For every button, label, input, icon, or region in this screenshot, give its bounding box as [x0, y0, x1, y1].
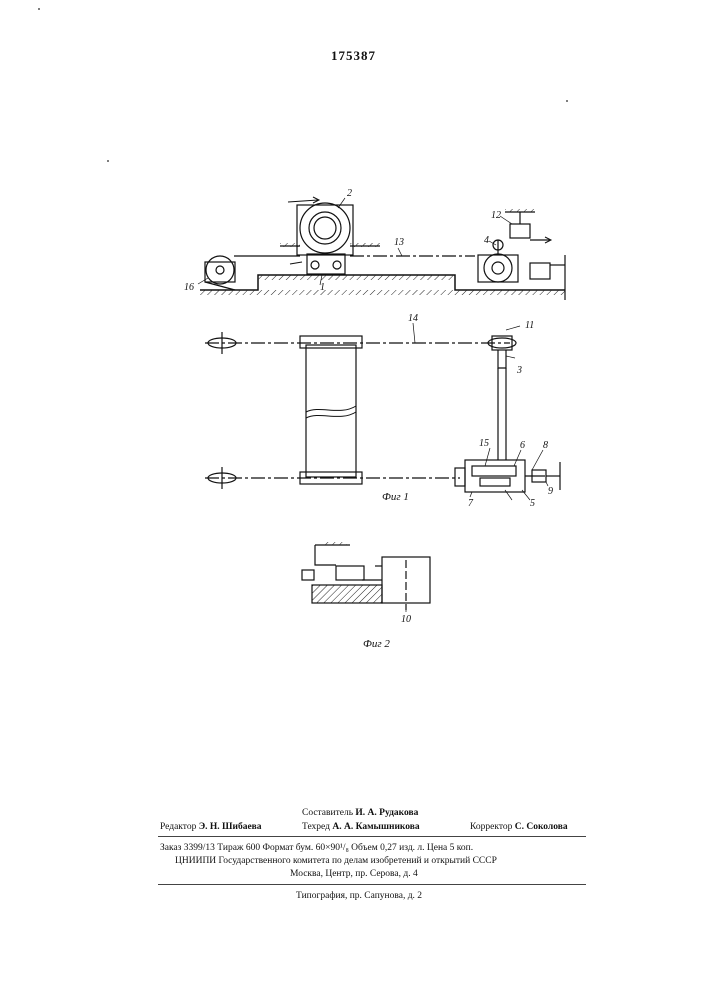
corrector-name: С. Соколова	[515, 822, 568, 832]
org-line: ЦНИИПИ Государственного комитета по дела…	[175, 856, 497, 866]
address-line: Москва, Центр, пр. Серова, д. 4	[290, 869, 418, 879]
techred-role: Техред	[302, 822, 330, 832]
part-label: 15	[479, 438, 489, 449]
part-label: 10	[401, 614, 411, 625]
part-label: 1	[320, 282, 325, 293]
part-label: 3	[516, 365, 522, 376]
corrector-role: Корректор	[470, 822, 512, 832]
order-line: Заказ 3399/13 Тираж 600 Формат бум. 60×9…	[160, 843, 473, 853]
fig1-side-view	[200, 197, 565, 300]
part-label: 9	[548, 486, 553, 497]
part-label: 13	[394, 237, 404, 248]
editor-line: Редактор Э. Н. Шибаева	[160, 822, 262, 832]
leader-lines	[198, 198, 548, 612]
techred-name: А. А. Камышникова	[332, 822, 419, 832]
fig2-view	[302, 542, 430, 610]
part-label: 11	[525, 320, 534, 331]
divider	[158, 836, 586, 837]
part-label: 5	[530, 498, 535, 509]
compiler-line: Составитель И. А. Рудакова	[302, 808, 418, 818]
part-label: 12	[491, 210, 501, 221]
part-label: 6	[520, 440, 525, 451]
editor-name: Э. Н. Шибаева	[199, 822, 262, 832]
compiler-role: Составитель	[302, 808, 353, 818]
part-label: 8	[543, 440, 548, 451]
corrector-line: Корректор С. Соколова	[470, 822, 568, 832]
divider	[158, 884, 586, 885]
printer-line: Типография, пр. Сапунова, д. 2	[296, 891, 422, 901]
part-label: 16	[184, 282, 194, 293]
figure-caption: Фиг 2	[363, 638, 390, 650]
editor-role: Редактор	[160, 822, 196, 832]
part-label: 2	[347, 188, 352, 199]
techred-line: Техред А. А. Камышникова	[302, 822, 420, 832]
part-label: 7	[468, 498, 474, 509]
part-label: 14	[408, 313, 418, 324]
part-label: 4	[484, 235, 489, 246]
compiler-name: И. А. Рудакова	[355, 808, 418, 818]
figure-caption: Фиг 1	[382, 491, 409, 503]
